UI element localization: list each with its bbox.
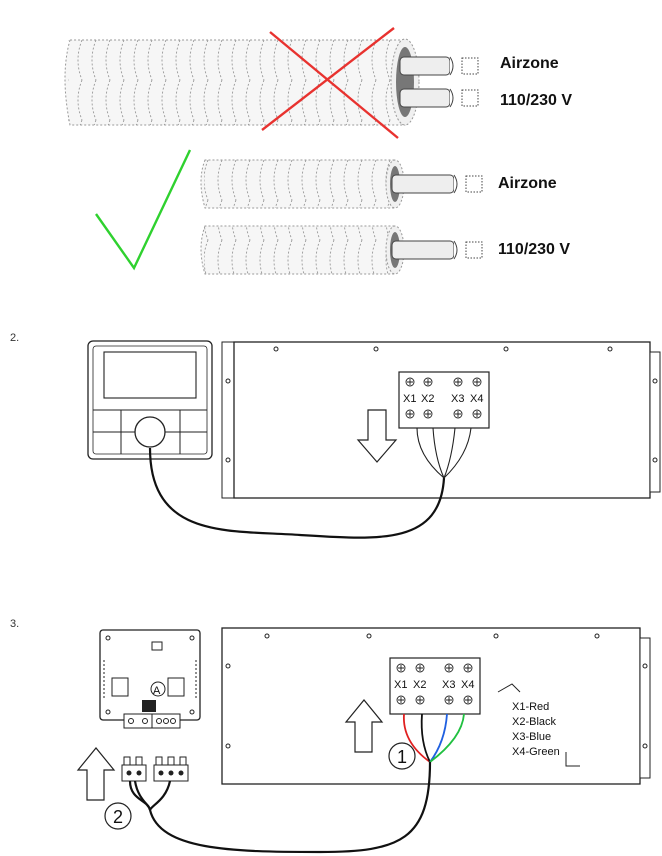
thermostat [87,340,213,460]
board-mark: A [153,685,161,697]
wire-green [429,713,465,763]
terminal-label-x4-3: X4 [461,679,474,691]
terminal-label-x2: X2 [421,393,434,405]
callout-1-label: 1 [397,747,407,767]
wire-color-legend: X1-Red X2-Black X3-Blue X4-Green [497,683,580,767]
cable-label-power-bottom: 110/230 V [498,241,570,258]
terminal-label-x1-3: X1 [394,679,407,691]
plug-cable-split [133,780,172,811]
legend-x1: X1-Red [512,701,549,713]
cross-mark-icon [261,27,399,139]
cable-label-airzone-top: Airzone [500,55,559,72]
down-arrow-icon [356,409,398,463]
connector-plugs [121,756,189,782]
terminal-label-x3-3: X3 [442,679,455,691]
terminal-label-x3: X3 [451,393,464,405]
up-arrow-icon [76,747,116,801]
terminal-label-x2-3: X2 [413,679,426,691]
conduit-airzone-correct [200,159,483,209]
wire-blue [429,713,448,763]
control-board: A [99,629,201,729]
wire-red [403,713,431,763]
step-number-3: 3. [10,618,19,630]
terminal-label-x1: X1 [403,393,416,405]
cable-label-airzone-bottom: Airzone [498,175,557,192]
colored-wires [403,713,465,763]
step-number-2: 2. [10,332,19,344]
cable-label-power-top: 110/230 V [500,92,572,109]
callout-2: 2 [104,802,132,830]
terminal-block-3: X1 X2 X3 X4 [389,657,481,715]
thermostat-cable-2 [148,447,446,539]
legend-x4: X4-Green [512,746,560,758]
wire-black [420,713,431,763]
legend-x3: X3-Blue [512,731,551,743]
callout-1: 1 [388,742,416,770]
check-mark-icon [95,149,192,271]
conduit-power-correct [200,225,483,275]
terminal-label-x4: X4 [470,393,483,405]
wire-bundle-2 [416,427,472,479]
combined-conduit-incorrect [64,38,479,126]
legend-x2: X2-Black [512,716,557,728]
callout-2-label: 2 [113,807,123,827]
terminal-block-2: X1 X2 X3 X4 [398,371,490,429]
up-arrow-icon [344,699,384,753]
